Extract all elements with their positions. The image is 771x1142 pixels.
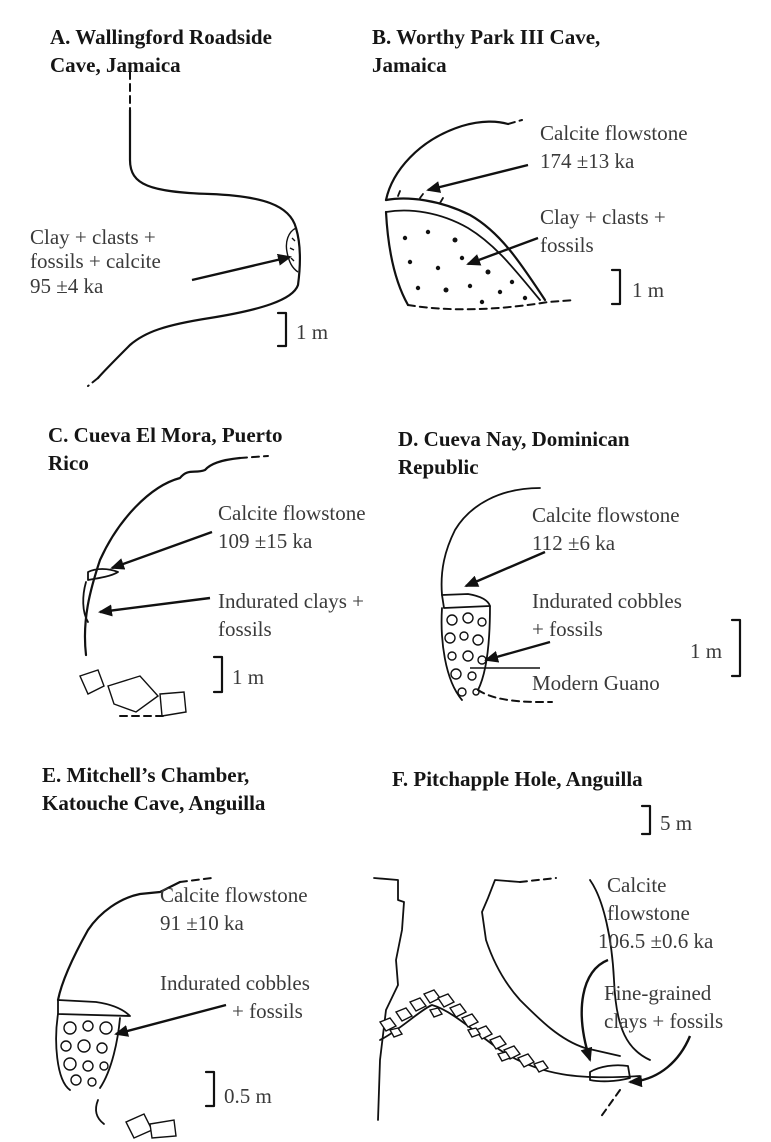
panel-c: C. Cueva El Mora, Puerto Rico Calcite fl… — [48, 423, 371, 716]
panel-c-deposit-label: Indurated clays + fossils — [218, 589, 369, 641]
panel-e-lower-wall — [96, 1100, 104, 1124]
panel-c-flowstone — [88, 569, 118, 580]
panel-f-floor-dashed — [600, 1090, 620, 1118]
panel-a-wall-bottom-dashed — [88, 378, 98, 386]
panel-f-flowstone-lens — [590, 1065, 630, 1081]
panel-b-flowstone-bottom — [386, 211, 540, 300]
panel-b-roof — [386, 122, 508, 200]
panel-f-deposit-arrow — [630, 1036, 690, 1082]
panel-d-deposit-label: Indurated cobbles + fossils — [532, 589, 687, 641]
panel-c-wall-top-dashed — [240, 456, 268, 458]
panel-e-flowstone — [58, 1000, 130, 1016]
panel-e-cobbles — [61, 1021, 112, 1086]
panel-f-title: F. Pitchapple Hole, Anguilla — [392, 767, 643, 791]
panel-c-wall — [85, 458, 240, 655]
panel-b-title: B. Worthy Park III Cave, Jamaica — [372, 25, 606, 77]
panel-d-scale-label: 1 m — [690, 639, 722, 663]
panel-e-scale-label: 0.5 m — [224, 1084, 272, 1108]
panel-b-scale-label: 1 m — [632, 278, 664, 302]
panel-e-roof-dashed — [180, 878, 212, 882]
panel-c-deposit-arrow — [100, 598, 210, 612]
panel-b-deposit-left — [386, 212, 408, 305]
panel-e-deposit-arrow — [116, 1005, 226, 1034]
panel-e-deposit — [56, 1014, 120, 1090]
panel-a-title: A. Wallingford Roadside Cave, Jamaica — [50, 25, 277, 77]
panel-e: E. Mitchell’s Chamber, Katouche Cave, An… — [42, 763, 315, 1138]
panel-a-scale-bar — [278, 313, 286, 346]
panel-f-deposit-label: Fine-grained clays + fossils — [604, 981, 723, 1033]
panel-b-roof-dashed — [508, 120, 522, 124]
panel-c-clasts — [80, 670, 186, 716]
panel-d-flowstone-label: Calcite flowstone 112 ±6 ka — [532, 503, 685, 555]
panel-c-flowstone-arrow — [112, 532, 212, 568]
panel-b-deposit-label: Clay + clasts + fossils — [540, 205, 671, 257]
panel-c-flowstone-label: Calcite flowstone 109 ±15 ka — [218, 501, 371, 553]
panel-f-left-wall — [374, 878, 404, 1120]
panel-f-right-wall — [482, 880, 620, 1056]
panel-e-flowstone-label: Calcite flowstone 91 ±10 ka — [160, 883, 313, 935]
panel-d-deposit-arrow — [486, 642, 550, 660]
panel-e-clasts — [126, 1114, 176, 1138]
panel-a: A. Wallingford Roadside Cave, Jamaica Cl… — [30, 25, 328, 386]
panel-f-flowstone-label: Calcite flowstone 106.5 ±0.6 ka — [598, 873, 714, 953]
panel-b-flowstone-arrow — [428, 165, 528, 190]
panel-a-arrow — [192, 257, 290, 280]
panel-c-title: C. Cueva El Mora, Puerto Rico — [48, 423, 288, 475]
panel-d-guano-label: Modern Guano — [532, 671, 660, 695]
panel-a-deposit-label: Clay + clasts + fossils + calcite 95 ±4 … — [30, 225, 166, 298]
panel-d-scale-bar — [732, 620, 740, 676]
panel-a-deposit — [286, 228, 298, 272]
panel-b: B. Worthy Park III Cave, Jamaica Calcite… — [372, 25, 693, 309]
panel-f-right-top-dashed — [520, 878, 556, 882]
panel-c-scale-bar — [214, 657, 222, 692]
panel-d-wall — [442, 488, 540, 595]
panel-f-scale-bar — [642, 806, 650, 834]
panel-f-passage-floor — [380, 1005, 640, 1077]
panel-e-scale-bar — [206, 1072, 214, 1106]
panel-a-scale-label: 1 m — [296, 320, 328, 344]
panel-f: F. Pitchapple Hole, Anguilla 5 m — [374, 767, 723, 1120]
panel-b-flowstone-label: Calcite flowstone 174 ±13 ka — [540, 121, 693, 173]
panel-b-deposit-dots — [403, 230, 527, 304]
panel-d: D. Cueva Nay, Dominican Republic Calcite… — [398, 427, 740, 702]
panel-b-floor-dashed — [408, 300, 575, 309]
panel-c-scale-label: 1 m — [232, 665, 264, 689]
panel-b-scale-bar — [612, 270, 620, 304]
panel-d-title: D. Cueva Nay, Dominican Republic — [398, 427, 635, 479]
panel-e-title: E. Mitchell’s Chamber, Katouche Cave, An… — [42, 763, 266, 815]
panel-f-scale-label: 5 m — [660, 811, 692, 835]
panel-d-flowstone-arrow — [466, 552, 545, 586]
panel-b-flowstone-top — [386, 199, 545, 300]
panel-d-flowstone — [442, 594, 490, 608]
